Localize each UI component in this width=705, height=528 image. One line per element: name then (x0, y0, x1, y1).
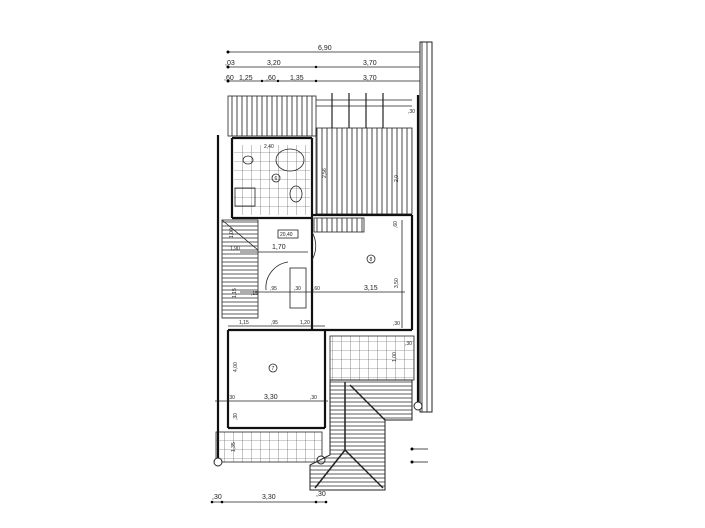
walls (216, 135, 414, 460)
dim-bath: 2,40 (264, 144, 274, 150)
dim-room8-width: 3,15 (364, 285, 378, 292)
hall-tag: 20,40 (280, 232, 293, 238)
dim-row2-b: 3,20 (267, 60, 281, 67)
dim-right-30: ,30 (408, 109, 415, 115)
dim-room7-height: 4,00 (233, 362, 239, 372)
dim-bottom-b: 3,30 (262, 494, 276, 501)
right-facade (416, 41, 433, 413)
shower-icon (234, 187, 256, 207)
dim-terrace-r30: ,30 (405, 341, 412, 347)
dim-deck-height: 2,56 (322, 168, 328, 178)
dim-60: ,60 (313, 286, 320, 292)
dim-room7-width: 3,30 (264, 394, 278, 401)
dim-room8-height: 3,50 (394, 278, 400, 288)
pergola: ,30 (227, 93, 415, 137)
dim-room7-r30: ,30 (310, 395, 317, 401)
room-label-7: 7 (272, 366, 275, 372)
dim-row-30r: ,30 (393, 321, 400, 327)
dim-row-115: 1,15 (239, 320, 249, 326)
dim-room7-bottom: ,30 (233, 413, 239, 420)
dim-row3-c: ,60 (266, 75, 276, 82)
dim-row-120: 1,20 (300, 320, 310, 326)
dim-95: ,95 (270, 286, 277, 292)
dim-stair-b: 1,90 (230, 246, 240, 252)
side-terrace: 1,00 ,30 (329, 335, 423, 411)
wardrobe (313, 217, 365, 233)
dim-terrace-depth: 1,35 (231, 442, 237, 452)
dim-room7-l30: ,30 (228, 395, 235, 401)
dim-row3-e: 3,70 (363, 75, 377, 82)
dim-bottom-a: ,30 (212, 494, 222, 501)
dim-hall-width: 1,70 (272, 244, 286, 251)
dim-row3-d: 1,35 (290, 75, 304, 82)
dim-stair-c: 1,15 (232, 288, 238, 298)
dim-deck-right: 2,0 (394, 175, 400, 182)
dim-row3-b: 1,25 (239, 75, 253, 82)
roof (309, 379, 413, 491)
dim-row2-a: ,03 (225, 60, 235, 67)
dim-bottom-c: ,30 (316, 491, 326, 498)
north-arrows (410, 447, 428, 464)
dim-stair-a: 1,00 (229, 228, 235, 238)
dim-15: ,15 (251, 291, 258, 297)
room-label-bath: 6 (275, 176, 278, 182)
deck: 2,56 2,0 (315, 127, 413, 215)
room-7: 1,15 ,95 1,20 ,30 4,00 7 ,30 3,30 ,30 ,3… (215, 320, 400, 420)
toilet-icon (242, 155, 254, 165)
bathtub-icon (275, 148, 305, 172)
room-label-8: 8 (370, 257, 373, 263)
dim-overall: 6,90 (318, 45, 332, 52)
dim-room8-top: ,60 (393, 221, 399, 228)
bathroom: 2,40 6 (234, 144, 310, 215)
dim-row3-a: ,60 (224, 75, 234, 82)
bottom-dimensions: ,30 3,30 ,30 (210, 491, 328, 504)
room-8: 3,15 3,50 ,60 8 (364, 220, 403, 328)
dim-terrace-r: 1,00 (392, 352, 398, 362)
top-dimensions: 6,90 ,03 3,20 3,70 ,60 1,25 ,60 1,35 3,7… (224, 45, 420, 83)
door-swing (311, 231, 317, 261)
stairs: 1,00 1,90 1,15 ,15 (221, 219, 259, 319)
dim-30: ,30 (294, 286, 301, 292)
dim-row2-c: 3,70 (363, 60, 377, 67)
dim-row-95: ,95 (271, 320, 278, 326)
hallway: 20,40 1,70 ,95 ,30 ,60 (240, 217, 405, 309)
lower-terrace: 1,35 (213, 431, 326, 467)
sink-icon (289, 185, 303, 203)
